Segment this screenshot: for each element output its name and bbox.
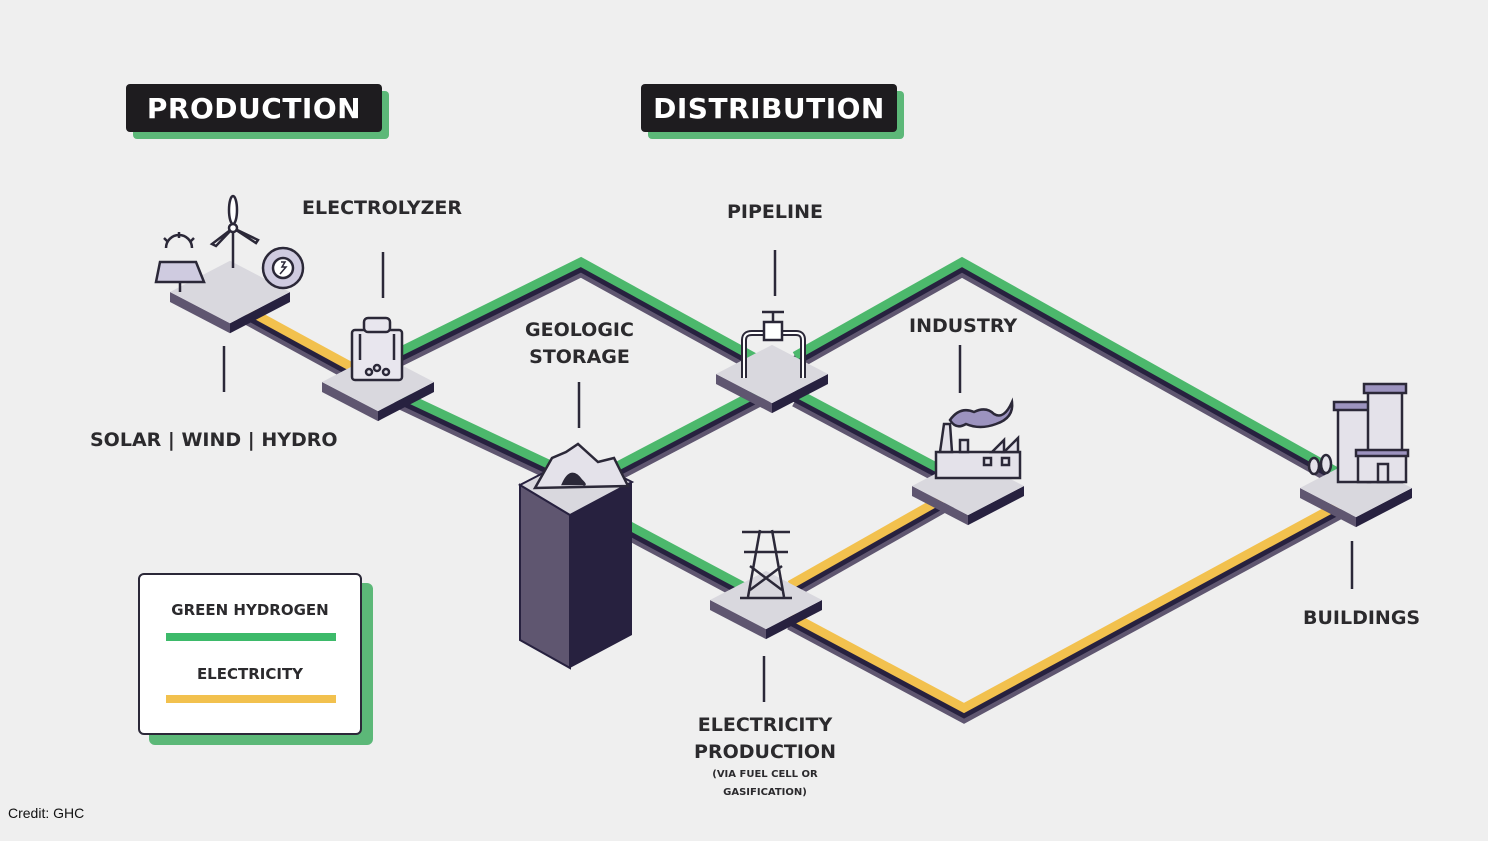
legend: GREEN HYDROGEN ELECTRICITY — [138, 573, 362, 735]
pipeline-valve-icon — [741, 310, 806, 378]
electrolyzer-label: ELECTROLYZER — [302, 197, 463, 219]
credit-text: Credit: GHC — [8, 805, 85, 821]
geologic-storage-label-line2: STORAGE — [529, 346, 630, 368]
platform-electrolyzer — [322, 352, 434, 422]
legend-swatch-electricity — [166, 695, 336, 703]
pipeline-label: PIPELINE — [727, 201, 823, 223]
production-header: PRODUCTION — [126, 84, 382, 132]
electricity-production-note2: GASIFICATION) — [723, 787, 807, 798]
platform-electricity-production — [710, 570, 822, 640]
legend-swatch-hydrogen — [166, 633, 336, 641]
legend-label-hydrogen: GREEN HYDROGEN — [171, 601, 329, 619]
electrolyzer-icon — [350, 316, 404, 382]
distribution-header: DISTRIBUTION — [641, 84, 897, 132]
wind-turbine-icon — [209, 194, 260, 268]
track-storage-to-pipeline — [607, 382, 773, 485]
cave-icon — [532, 442, 631, 490]
geologic-storage-pillar — [517, 453, 635, 670]
buildings-label: BUILDINGS — [1303, 607, 1421, 629]
electricity-production-note1: (VIA FUEL CELL OR — [712, 769, 818, 780]
legend-label-electricity: ELECTRICITY — [196, 665, 304, 683]
electricity-production-label: ELECTRICITY PRODUCTION (VIA FUEL CELL OR… — [688, 712, 842, 802]
sources-label: SOLAR | WIND | HYDRO — [90, 429, 338, 451]
industry-label: INDUSTRY — [909, 315, 1018, 337]
power-pylon-icon — [740, 529, 792, 600]
track-electrolyzer-to-pipeline-top — [392, 256, 773, 381]
geologic-storage-label: GEOLOGIC STORAGE — [522, 317, 637, 371]
geologic-storage-label-line1: GEOLOGIC — [525, 319, 634, 341]
electricity-production-label-line1: ELECTRICITY — [697, 714, 833, 736]
track-electricity-to-buildings — [787, 492, 1358, 724]
label-leader-lines — [222, 250, 1354, 702]
hydro-turbine-icon — [261, 246, 305, 290]
electricity-production-label-line2: PRODUCTION — [694, 741, 836, 763]
factory-icon — [934, 397, 1022, 480]
buildings-icon — [1307, 382, 1410, 484]
track-pipeline-to-buildings — [792, 256, 1358, 497]
solar-panel-icon — [154, 232, 206, 292]
